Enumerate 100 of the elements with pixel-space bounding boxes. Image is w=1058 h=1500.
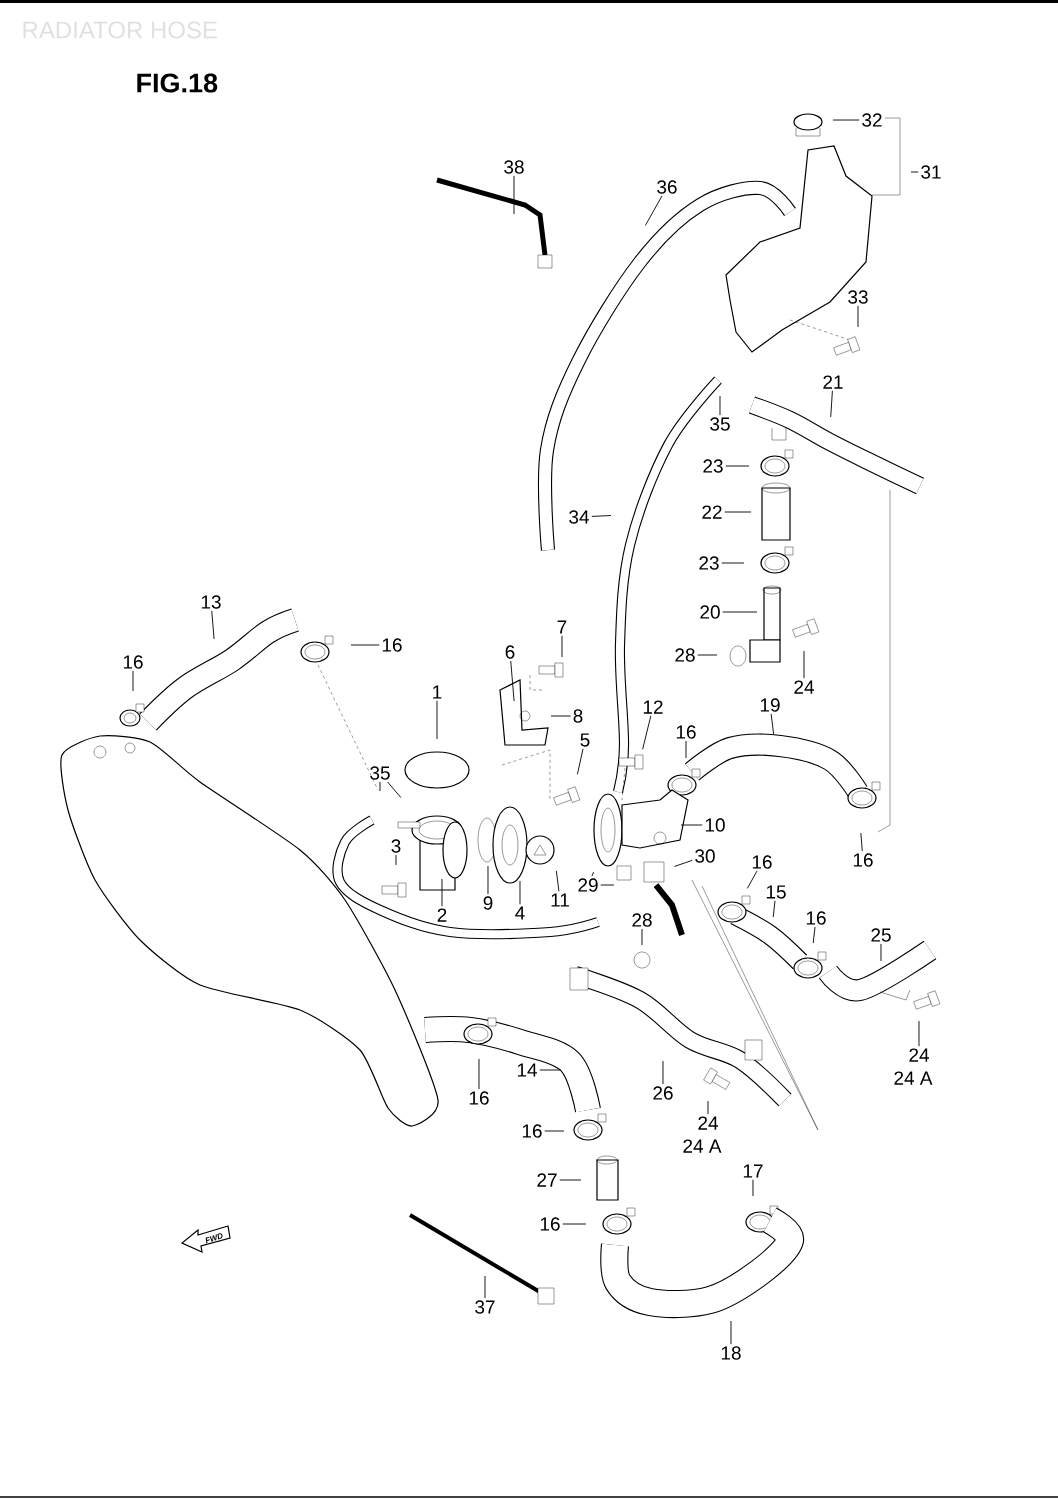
leader-line [487,865,489,895]
leader-line [559,1179,582,1181]
callout-number: 37 [475,1300,495,1314]
callout-number: 16 [540,1217,560,1231]
leader-line [812,926,816,944]
callout-number: 16 [469,1091,489,1105]
leader-line [721,562,745,564]
leader-line [644,195,663,226]
callout-number: 4 [515,906,525,920]
leader-line [719,395,721,416]
callout-number: 35 [710,417,730,431]
callout-number: 7 [557,620,567,634]
leader-line [803,650,805,679]
callout-number: 28 [675,648,695,662]
callout-number: 1 [433,685,442,699]
leader-line [752,1179,754,1197]
leader-line [832,119,860,121]
callout-number: 32 [862,113,882,127]
leader-line [387,781,402,799]
figure-title: FIG.18 [137,73,218,93]
leader-line [132,670,134,692]
callout-number: 14 [517,1063,537,1077]
callout-number: 12 [643,700,663,714]
leader-line [642,715,652,750]
leader-line [600,884,615,886]
callout-number: 10 [705,818,725,832]
callout-number: 8 [573,709,583,723]
callout-number: 11 [551,893,569,907]
callout-number: 19 [760,698,780,712]
callout-number: 5 [580,733,590,747]
callout-number: 29 [578,878,598,892]
callout-number: 27 [537,1173,557,1187]
leader-line [880,943,882,962]
callout-number: 21 [823,375,843,389]
callout-number: 2 [437,908,447,922]
callout-number: 16 [806,911,826,925]
leader-line [746,870,758,889]
leader-line [730,1320,732,1345]
leader-line [591,515,612,517]
leader-line [561,635,563,658]
leader-line [830,390,833,418]
leader-line [211,610,215,640]
leader-line [441,878,443,907]
leader-line [519,880,521,905]
callout-number: 18 [721,1346,741,1360]
callout-number: 38 [504,160,524,174]
leader-line [544,1130,565,1132]
leader-line [379,781,381,792]
leader-line [510,660,515,702]
leader-line [673,859,693,867]
leader-line [550,715,571,717]
callout-number: 35 [370,766,390,780]
callout-number: 17 [743,1164,763,1178]
leader-line [555,870,560,892]
leader-line [662,1060,664,1085]
callout-number: 23 [699,556,719,570]
callout-number: 15 [766,885,786,899]
leader-line [484,1275,486,1299]
callout-number: 34 [569,510,589,524]
callout-number: 20 [700,605,720,619]
callout-number: 16 [676,725,696,739]
leader-line [641,928,643,946]
leader-line [395,854,397,866]
leader-line [685,740,687,759]
leader-line [857,305,859,328]
leader-line [918,1020,920,1047]
callout-number: 26 [653,1086,673,1100]
callout-number: 22 [702,505,722,519]
leader-line [350,644,380,646]
leader-line [513,175,515,215]
leader-line [772,900,776,918]
callout-number: 24 [794,680,814,694]
callout-number: 6 [505,645,515,659]
leader-line [436,700,438,740]
callout-number: 23 [703,459,723,473]
leader-line [697,654,718,656]
callout-number: 36 [657,180,677,194]
leader-line [680,824,703,826]
callout-number: 31 [921,165,941,179]
callout-number: 16 [522,1124,542,1138]
callout-number: 24 [909,1048,929,1062]
leader-line [576,748,584,775]
leader-line [539,1069,562,1071]
callout-number: 16 [752,855,772,869]
callout-number: 3 [391,839,401,853]
leader-line [562,1223,587,1225]
callout-number: 25 [871,928,891,942]
leader-line [722,611,758,613]
callout-number: 24 A [683,1139,722,1153]
callout-number: 28 [632,913,652,927]
callout-number: 16 [382,638,402,652]
leader-line [910,171,919,173]
leader-line [770,713,775,735]
callout-number: 16 [123,655,143,669]
callout-number: 24 [698,1116,718,1130]
callout-number: 9 [483,896,493,910]
callout-number: 16 [853,853,873,867]
leader-line [725,465,750,467]
leader-line [707,1100,709,1115]
callout-number: 24 A [894,1071,933,1085]
